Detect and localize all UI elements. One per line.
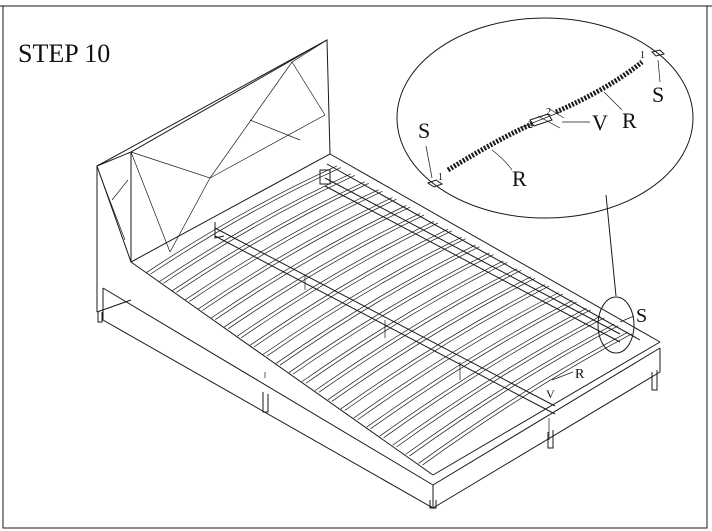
detail-label-s-right: S — [652, 82, 664, 107]
slat — [228, 214, 425, 329]
slat — [379, 308, 587, 437]
slat — [292, 254, 494, 375]
page-frame — [2, 5, 708, 529]
detail-label-s-left: S — [418, 118, 430, 143]
slat — [163, 175, 355, 284]
slat — [314, 268, 518, 392]
bed-label-v: V — [546, 387, 555, 401]
slat — [279, 246, 480, 366]
slat — [253, 230, 452, 348]
slat — [327, 276, 532, 401]
slat — [357, 293, 563, 420]
bed-label-s: S — [636, 305, 647, 327]
slat — [396, 317, 605, 448]
slat — [301, 260, 504, 382]
slat — [150, 167, 342, 275]
slat — [340, 284, 546, 410]
slat — [318, 270, 522, 393]
slat — [189, 190, 383, 302]
slat — [275, 244, 476, 364]
slat — [418, 331, 629, 464]
bed-label-r: R — [575, 367, 585, 382]
slat — [240, 222, 439, 339]
slat — [159, 173, 351, 282]
detail-endcap-left — [426, 179, 444, 188]
slat — [331, 277, 536, 402]
slat — [146, 165, 338, 273]
detail-num-2-right: 2 — [546, 107, 551, 118]
slat-group — [146, 165, 633, 466]
bed-legs — [262, 370, 658, 509]
slat — [392, 315, 601, 446]
detail-slat-left — [446, 121, 534, 173]
slat — [249, 228, 448, 346]
detail-label-v: V — [592, 110, 608, 135]
slat — [176, 183, 369, 293]
detail-highlight-circle — [597, 296, 635, 354]
step-title: STEP 10 — [18, 39, 110, 68]
slat — [185, 189, 379, 301]
detail-endcap-right — [651, 49, 665, 57]
slat — [262, 236, 462, 355]
detail-label-r-right: R — [622, 108, 637, 133]
detail-center-connector — [519, 107, 565, 129]
slat — [224, 213, 421, 328]
slat — [266, 238, 466, 357]
detail-callout-line — [605, 194, 617, 297]
detail-num-1-left: 1 — [438, 172, 443, 183]
slat — [202, 198, 397, 311]
detail-label-r-left: R — [512, 166, 527, 191]
slat — [172, 181, 365, 292]
slat — [344, 285, 550, 411]
detail-num-2-left: 2 — [528, 120, 533, 131]
slat — [198, 197, 393, 310]
slat — [370, 301, 577, 429]
slat — [211, 205, 407, 319]
slat — [405, 323, 615, 455]
slat — [305, 262, 508, 384]
bed-frame — [102, 153, 661, 509]
slat — [383, 309, 591, 439]
detail-slat-right — [554, 60, 644, 115]
slat — [215, 206, 411, 320]
headboard — [96, 39, 331, 313]
slat — [366, 300, 573, 428]
cross-support-beam — [319, 169, 621, 343]
slat — [236, 221, 435, 337]
slat — [353, 292, 559, 419]
slat — [288, 252, 490, 373]
detail-num-1-right: 1 — [640, 50, 645, 61]
headboard-leg-left — [97, 312, 103, 323]
slat — [409, 325, 619, 457]
detail-bubble — [396, 17, 694, 219]
